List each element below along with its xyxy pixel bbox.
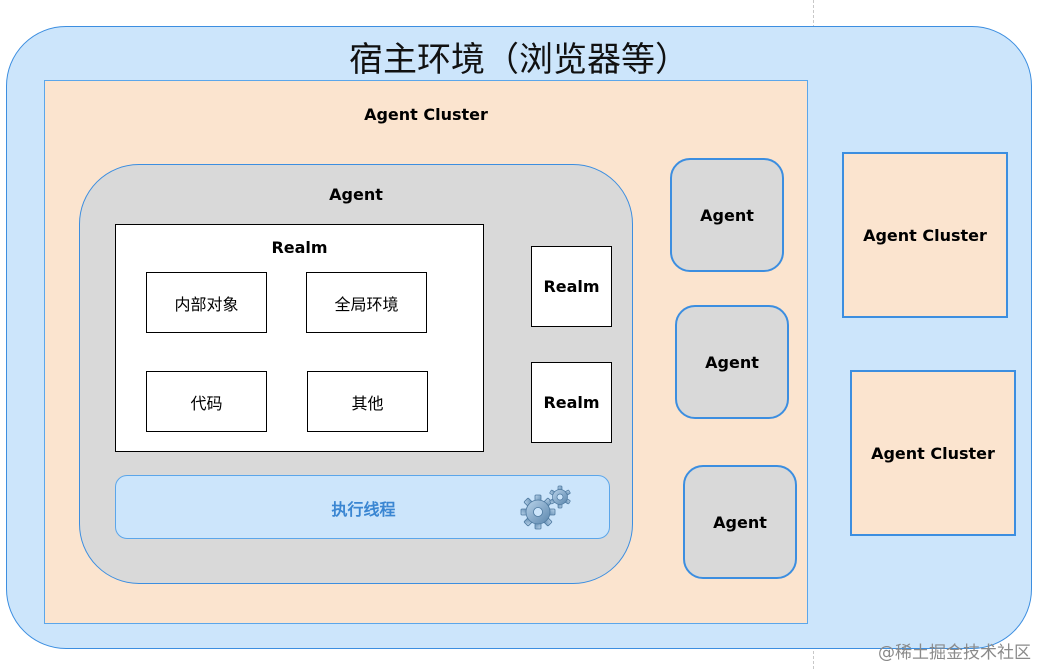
host-environment-title: 宿主环境（浏览器等） — [349, 40, 689, 80]
realm-item-global-env: 全局环境 — [306, 272, 427, 333]
execution-thread-label: 执行线程 — [331, 500, 396, 519]
realm-item-other: 其他 — [307, 371, 428, 432]
side-realm-2: Realm — [531, 362, 612, 443]
gears-icon — [520, 485, 571, 530]
agent-box-3: Agent — [683, 465, 797, 579]
execution-thread: 执行线程 — [115, 475, 610, 539]
watermark-text: @稀土掘金技术社区 — [878, 643, 1031, 663]
main-agent-cluster-label: Agent Cluster — [364, 105, 488, 124]
agent-box-1: Agent — [670, 158, 784, 272]
side-agent-cluster-1: Agent Cluster — [842, 152, 1008, 318]
agent-box-2: Agent — [675, 305, 789, 419]
realm-item-intrinsics: 内部对象 — [146, 272, 267, 333]
side-realm-1: Realm — [531, 246, 612, 327]
realm-item-code: 代码 — [146, 371, 267, 432]
side-agent-cluster-2: Agent Cluster — [850, 370, 1016, 536]
main-agent-label: Agent — [329, 185, 383, 204]
main-realm-label: Realm — [271, 238, 328, 257]
